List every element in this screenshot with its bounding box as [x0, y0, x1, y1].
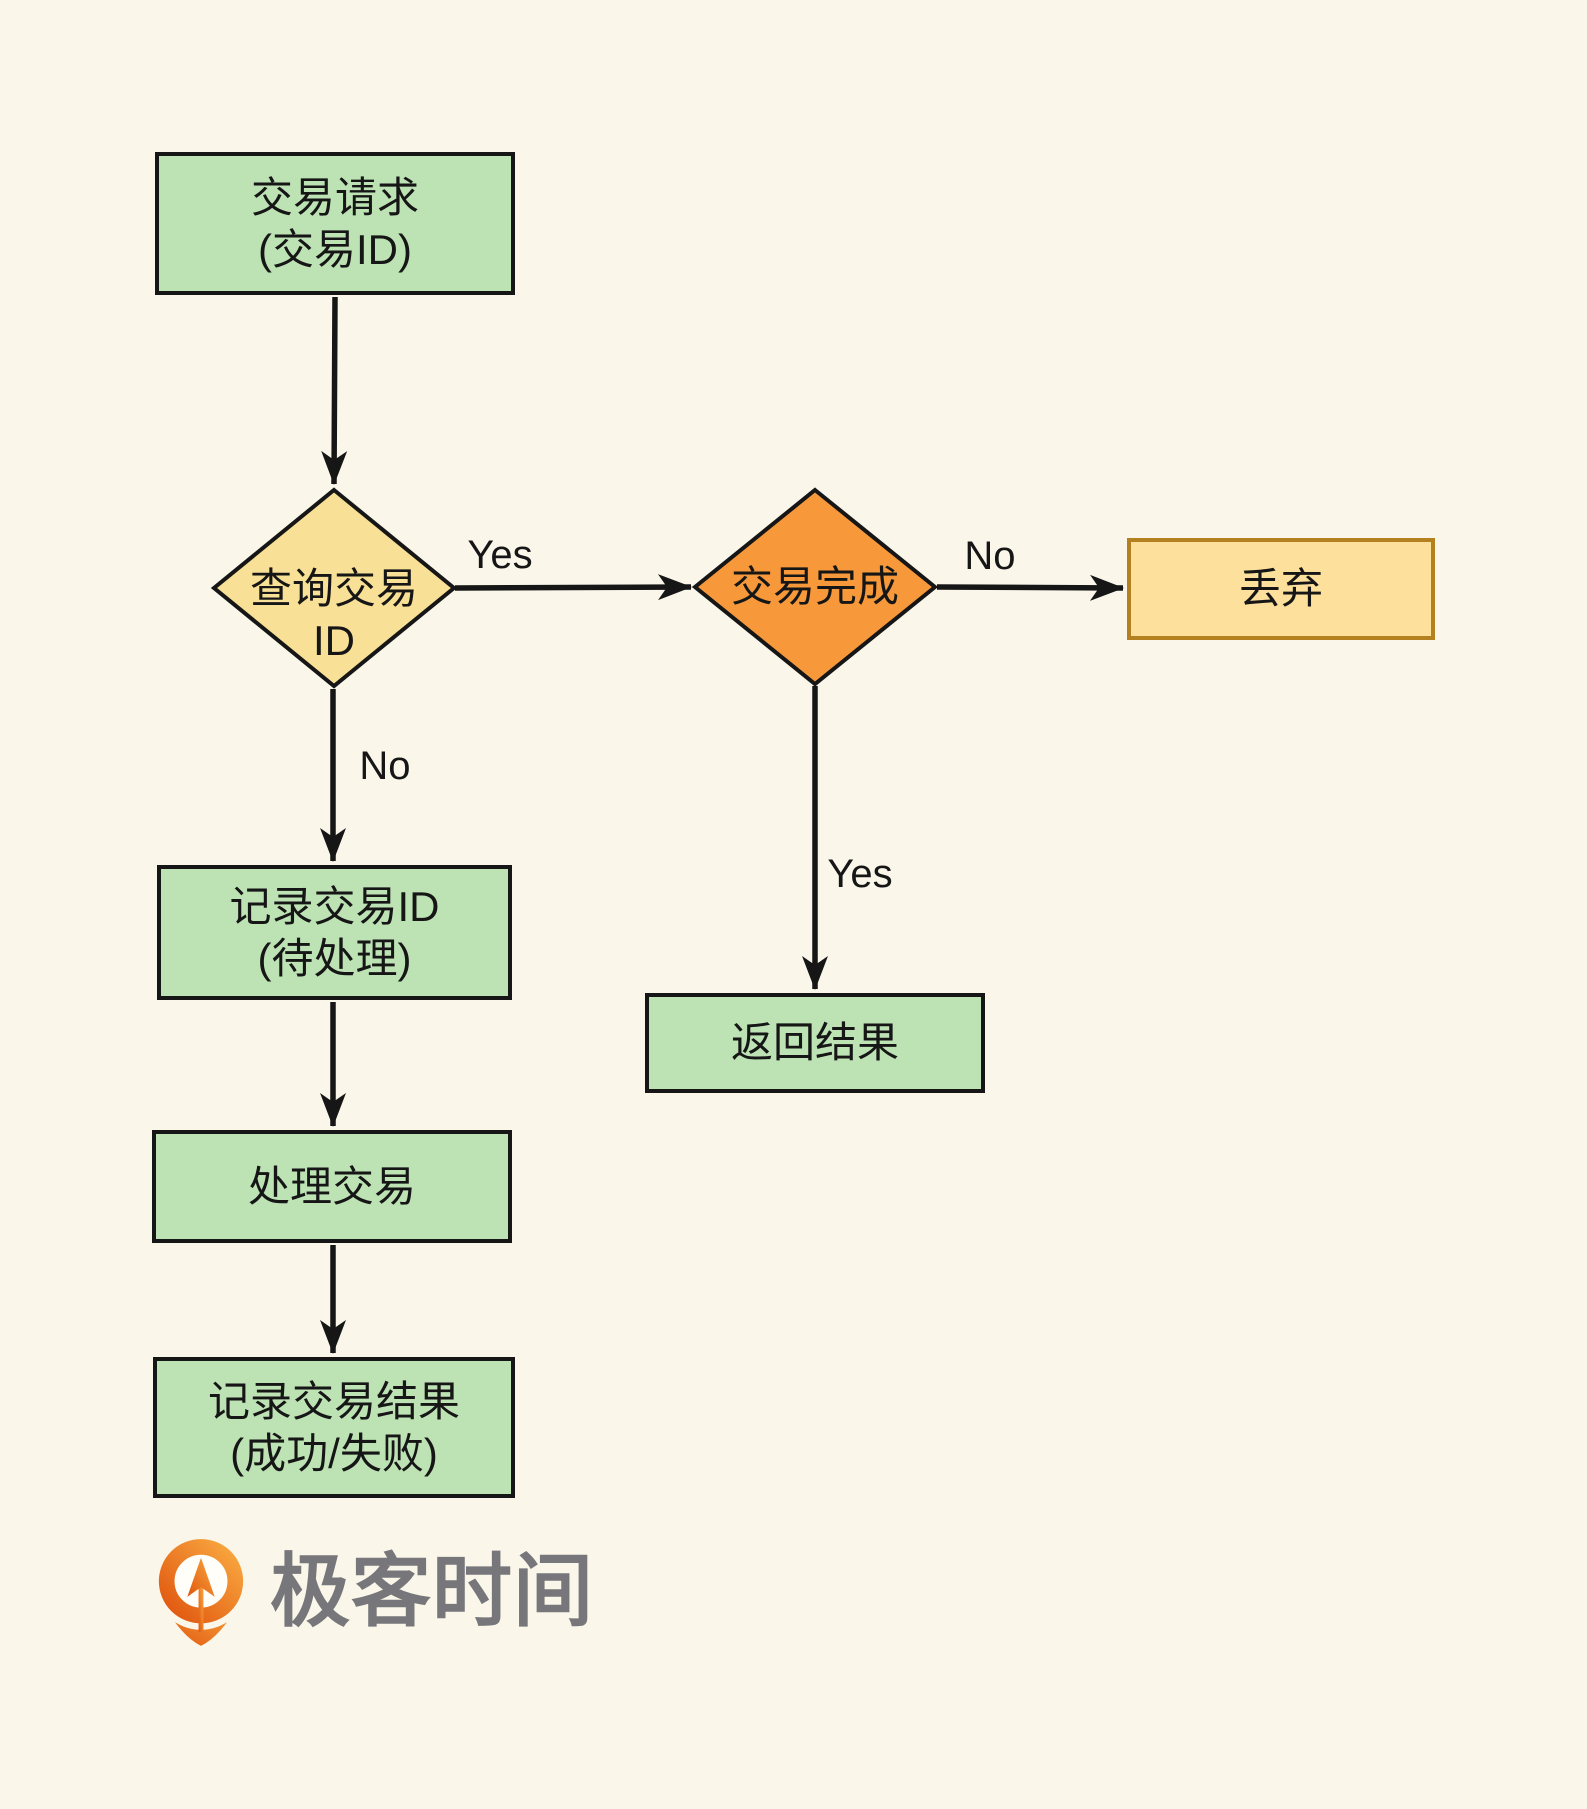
node-record-transaction-result-line2: (成功/失败) [230, 1429, 438, 1477]
node-transaction-request-line2: (交易ID) [258, 225, 412, 273]
decision-query-line1: 查询交易 [249, 565, 418, 612]
decision-query-transaction-id [210, 487, 458, 689]
decision-transaction-complete [691, 487, 939, 687]
edge-label-query-no: No [359, 744, 411, 788]
node-record-transaction-id-line2: (待处理) [257, 934, 412, 982]
decision-transaction-complete-text: 交易完成 [695, 561, 935, 613]
node-discard: 丢弃 [1127, 538, 1435, 640]
node-record-transaction-id: 记录交易ID (待处理) [157, 865, 512, 1000]
geektime-pin-icon [152, 1536, 250, 1646]
node-return-result: 返回结果 [645, 993, 985, 1093]
geektime-logo-text: 极客时间 [270, 1547, 594, 1636]
node-process-transaction-label: 处理交易 [247, 1162, 416, 1210]
node-discard-label: 丢弃 [1238, 565, 1323, 612]
node-record-transaction-id-line1: 记录交易ID [229, 882, 440, 930]
edge-label-complete-no: No [964, 534, 1016, 578]
edge-request-to-query [321, 296, 348, 485]
node-return-result-label: 返回结果 [730, 1019, 899, 1066]
node-record-transaction-result-line1: 记录交易结果 [207, 1377, 460, 1425]
edge-complete-no-to-discard [936, 574, 1124, 601]
node-record-transaction-result: 记录交易结果 (成功/失败) [153, 1357, 515, 1498]
edge-label-complete-yes: Yes [827, 852, 893, 896]
edge-label-query-yes: Yes [467, 533, 533, 577]
node-transaction-request-line1: 交易请求 [250, 173, 419, 221]
edge-query-yes-to-complete [454, 574, 692, 601]
geektime-logo: 极客时间 [152, 1536, 594, 1648]
decision-query-line2: ID [313, 617, 355, 664]
node-process-transaction: 处理交易 [152, 1130, 512, 1243]
node-transaction-request: 交易请求 (交易ID) [155, 152, 515, 295]
decision-query-transaction-id-text: 查询交易 ID [214, 563, 454, 667]
decision-complete-label: 交易完成 [730, 563, 899, 610]
